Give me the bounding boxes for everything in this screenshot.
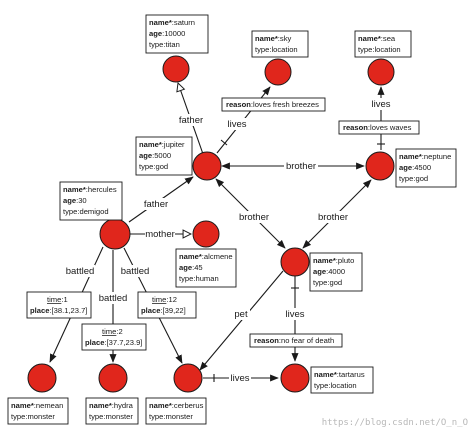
props-sea: name*:sea type:location: [354, 30, 412, 58]
node-pluto[interactable]: [280, 247, 310, 277]
edge-label-jupiter-lives: lives: [227, 119, 246, 130]
svg-text:type:god: type:god: [313, 278, 342, 287]
props-saturn: name*:saturn age:10000 type:titan: [145, 14, 209, 54]
edge-props-battled-hydra: time:2 place:[37.7,23.9]: [81, 323, 147, 351]
edge-props-battled-nemean: time:1 place:[38.1,23.7]: [26, 291, 92, 319]
edge-label-jupiter-father: father: [179, 115, 203, 126]
svg-text:name*:tartarus: name*:tartarus: [314, 370, 365, 379]
node-alcmene[interactable]: [192, 220, 220, 248]
svg-text:reason:loves fresh breezes: reason:loves fresh breezes: [226, 100, 319, 109]
svg-text:reason:no fear of death: reason:no fear of death: [254, 336, 334, 345]
node-property-boxes: name*:saturn age:10000 type:titan name*:…: [7, 14, 457, 425]
props-sky: name*:sky type:location: [251, 30, 309, 58]
edge-label-battled-nemean: battled: [66, 266, 95, 277]
node-sky[interactable]: [264, 58, 292, 86]
node-jupiter[interactable]: [192, 151, 222, 181]
edge-label-neptune-lives: lives: [371, 99, 390, 110]
props-alcmene: name*:alcmene age:45 type:human: [175, 248, 237, 288]
svg-text:name*:saturn: name*:saturn: [149, 18, 195, 27]
svg-text:type:location: type:location: [314, 381, 357, 390]
edge-label-jupiter-pluto-brother: brother: [239, 212, 269, 223]
svg-text:type:location: type:location: [255, 45, 298, 54]
props-nemean: name*:nemean type:monster: [7, 397, 69, 425]
edge-label-pluto-lives: lives: [285, 309, 304, 320]
svg-text:type:demigod: type:demigod: [63, 207, 109, 216]
nodes: [27, 55, 395, 393]
node-neptune[interactable]: [365, 151, 395, 181]
edge-props-battled-cerberus: time:12 place:[39,22]: [137, 291, 197, 319]
svg-text:time:1: time:1: [47, 295, 68, 304]
svg-text:age:10000: age:10000: [149, 29, 185, 38]
svg-text:age:4500: age:4500: [399, 163, 431, 172]
svg-text:name*:alcmene: name*:alcmene: [179, 252, 233, 261]
props-cerberus: name*:cerberus type:monster: [145, 397, 207, 425]
node-hydra[interactable]: [98, 363, 128, 393]
svg-text:time:12: time:12: [152, 295, 177, 304]
svg-text:type:location: type:location: [358, 45, 401, 54]
props-pluto: name*:pluto age:4000 type:god: [309, 252, 363, 292]
svg-text:type:god: type:god: [399, 174, 428, 183]
svg-text:name*:sky: name*:sky: [255, 34, 292, 43]
svg-text:name*:cerberus: name*:cerberus: [149, 401, 204, 410]
svg-text:place:[39,22]: place:[39,22]: [141, 306, 186, 315]
svg-text:name*:neptune: name*:neptune: [399, 152, 451, 161]
edge-label-battled-hydra: battled: [99, 293, 128, 304]
svg-text:type:monster: type:monster: [149, 412, 193, 421]
svg-text:name*:nemean: name*:nemean: [11, 401, 63, 410]
props-jupiter: name*:jupiter age:5000 type:god: [135, 136, 193, 176]
edge-label-neptune-pluto-brother: brother: [318, 212, 348, 223]
edge-label-hercules-father: father: [144, 199, 168, 210]
props-hydra: name*:hydra type:monster: [85, 397, 139, 425]
edge-label-pluto-pet: pet: [234, 309, 248, 320]
edge-label-hercules-mother: mother: [145, 229, 175, 240]
props-neptune: name*:neptune age:4500 type:god: [395, 148, 457, 188]
svg-text:name*:jupiter: name*:jupiter: [139, 140, 185, 149]
node-sea[interactable]: [367, 58, 395, 86]
edge-property-boxes: reason:loves fresh breezes reason:loves …: [26, 97, 420, 351]
svg-text:type:human: type:human: [179, 274, 219, 283]
svg-text:place:[37.7,23.9]: place:[37.7,23.9]: [85, 338, 142, 347]
svg-text:type:monster: type:monster: [11, 412, 55, 421]
node-cerberus[interactable]: [173, 363, 203, 393]
edge-pluto-pet-cerberus: [199, 270, 284, 371]
svg-text:type:god: type:god: [139, 162, 168, 171]
svg-text:age:30: age:30: [63, 196, 87, 205]
node-saturn[interactable]: [162, 55, 190, 83]
props-tartarus: name*:tartarus type:location: [310, 366, 374, 394]
svg-text:age:45: age:45: [179, 263, 203, 272]
svg-text:place:[38.1,23.7]: place:[38.1,23.7]: [30, 306, 87, 315]
svg-text:reason:loves waves: reason:loves waves: [343, 123, 412, 132]
watermark: https://blog.csdn.net/O_n_O: [322, 418, 468, 428]
edge-label-cerberus-lives: lives: [230, 373, 249, 384]
edge-props-jupiter-sky: reason:loves fresh breezes: [221, 97, 326, 112]
edge-label-battled-cerberus: battled: [121, 266, 150, 277]
edge-props-neptune-sea: reason:loves waves: [338, 120, 420, 135]
props-hercules: name*:hercules age:30 type:demigod: [59, 181, 123, 221]
node-nemean[interactable]: [27, 363, 57, 393]
svg-text:name*:hercules: name*:hercules: [63, 185, 117, 194]
svg-text:name*:hydra: name*:hydra: [89, 401, 134, 410]
svg-text:age:4000: age:4000: [313, 267, 345, 276]
svg-text:type:titan: type:titan: [149, 40, 180, 49]
edge-props-pluto-tartarus: reason:no fear of death: [249, 333, 343, 348]
edge-tick-jupiter-sky: [220, 139, 228, 146]
svg-text:name*:pluto: name*:pluto: [313, 256, 354, 265]
node-hercules[interactable]: [99, 218, 131, 250]
node-tartarus[interactable]: [280, 363, 310, 393]
svg-text:age:5000: age:5000: [139, 151, 171, 160]
svg-text:time:2: time:2: [102, 327, 123, 336]
edge-labels: father lives lives brother father mother…: [65, 98, 392, 384]
edge-label-jupiter-neptune-brother: brother: [286, 161, 316, 172]
svg-text:name*:sea: name*:sea: [358, 34, 396, 43]
svg-text:type:monster: type:monster: [89, 412, 133, 421]
